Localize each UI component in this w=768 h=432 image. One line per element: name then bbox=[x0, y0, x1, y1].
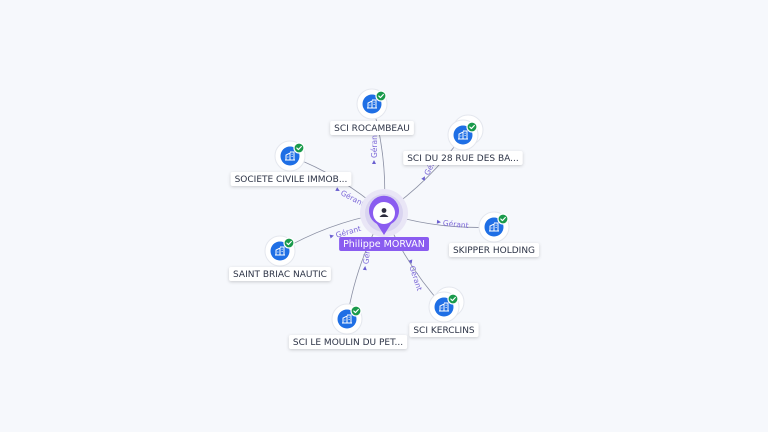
verified-check-icon bbox=[497, 213, 509, 225]
edge-arrow bbox=[362, 266, 367, 271]
verified-check-icon bbox=[293, 142, 305, 154]
company-name: SCI KERCLINS bbox=[413, 326, 475, 336]
company-node-sci-le-moulin[interactable] bbox=[331, 303, 363, 335]
person-name: Philippe MORVAN bbox=[343, 239, 425, 250]
company-name: SKIPPER HOLDING bbox=[453, 246, 535, 256]
company-node-saint-briac[interactable] bbox=[264, 235, 296, 267]
edge-arrow bbox=[372, 160, 376, 164]
company-node-sci-kerclins[interactable] bbox=[428, 286, 465, 323]
label-box bbox=[330, 121, 414, 135]
label-box bbox=[288, 335, 408, 349]
company-node-sci-du-28[interactable] bbox=[447, 114, 484, 151]
building-icon bbox=[342, 314, 352, 324]
company-name: SAINT BRIAC NAUTIC bbox=[233, 270, 327, 280]
edge-label-sci-le-moulin: Gérant bbox=[361, 238, 373, 265]
person-icon bbox=[379, 208, 389, 217]
label-box bbox=[230, 172, 352, 186]
edge-arrow bbox=[421, 176, 425, 181]
company-name: SCI DU 28 RUE DES BA... bbox=[407, 154, 519, 164]
company-node-sci-rocambeau[interactable] bbox=[356, 88, 388, 120]
company-label-skipper-holding[interactable]: SKIPPER HOLDING bbox=[449, 243, 540, 257]
edge-arrow bbox=[408, 259, 413, 264]
person-node[interactable] bbox=[360, 189, 408, 237]
building-icon bbox=[275, 246, 285, 256]
edge-label-sci-rocambeau: Gérant bbox=[370, 132, 379, 158]
building-icon bbox=[285, 151, 295, 161]
edge-arrow bbox=[335, 187, 340, 191]
verified-check-icon bbox=[350, 305, 362, 317]
verified-check-icon bbox=[283, 237, 295, 249]
building-icon bbox=[439, 302, 449, 312]
company-label-sci-du-28[interactable]: SCI DU 28 RUE DES BA... bbox=[403, 151, 523, 165]
edge-label-sci-kerclins: Gérant bbox=[407, 265, 424, 292]
company-label-saint-briac[interactable]: SAINT BRIAC NAUTIC bbox=[229, 267, 331, 281]
label-box bbox=[229, 267, 331, 281]
edge-arrow bbox=[436, 219, 441, 224]
company-label-sci-le-moulin[interactable]: SCI LE MOULIN DU PET... bbox=[288, 335, 408, 349]
company-node-societe-civile[interactable] bbox=[274, 140, 306, 172]
company-name: SCI LE MOULIN DU PET... bbox=[293, 338, 403, 348]
company-label-sci-rocambeau[interactable]: SCI ROCAMBEAU bbox=[330, 121, 414, 135]
company-name: SOCIETE CIVILE IMMOB... bbox=[235, 175, 348, 185]
edge-arrow bbox=[329, 234, 334, 239]
verified-check-icon bbox=[466, 121, 478, 133]
building-icon bbox=[367, 99, 377, 109]
person-name-label[interactable]: Philippe MORVAN bbox=[339, 237, 429, 251]
edge-label-skipper-holding: Gérant bbox=[442, 218, 469, 230]
label-box bbox=[403, 151, 523, 165]
verified-check-icon bbox=[447, 293, 459, 305]
label-box bbox=[449, 243, 540, 257]
nodes-layer: SCI ROCAMBEAU SCI DU 28 RUE DES BA... SOCI… bbox=[229, 88, 540, 349]
label-box bbox=[409, 323, 479, 337]
company-label-societe-civile[interactable]: SOCIETE CIVILE IMMOB... bbox=[230, 172, 352, 186]
company-name: SCI ROCAMBEAU bbox=[334, 124, 410, 134]
person-label-box bbox=[339, 237, 429, 251]
company-label-sci-kerclins[interactable]: SCI KERCLINS bbox=[409, 323, 479, 337]
person-pin-inner bbox=[373, 202, 395, 224]
building-icon bbox=[458, 130, 468, 140]
building-icon bbox=[489, 222, 499, 232]
verified-check-icon bbox=[375, 90, 387, 102]
company-node-skipper-holding[interactable] bbox=[478, 211, 510, 243]
